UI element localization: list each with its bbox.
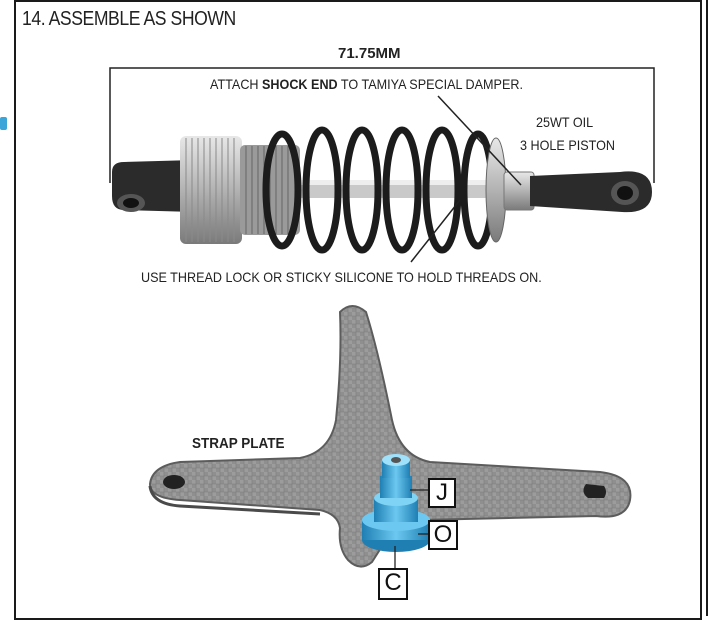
- piston-label: 3 HOLE PISTON: [520, 137, 616, 153]
- strap-plate-label: STRAP PLATE: [192, 435, 285, 452]
- callout-j: J: [428, 478, 456, 508]
- blue-part-edge: [0, 117, 7, 130]
- strap-plate: [148, 305, 632, 568]
- callout-o: O: [428, 520, 458, 550]
- page-edge-line: [706, 0, 708, 616]
- attach-suffix: TO TAMIYA SPECIAL DAMPER.: [337, 76, 523, 92]
- shock-end-label: SHOCK END: [262, 76, 338, 92]
- callout-leaders: [394, 489, 428, 568]
- step-title: 14. ASSEMBLE AS SHOWN: [22, 8, 236, 30]
- attach-prefix: ATTACH: [210, 76, 263, 92]
- blue-mount-post: [362, 454, 430, 552]
- leader-lines: [410, 95, 522, 263]
- oil-label: 25WT OIL: [536, 114, 594, 130]
- length-dimension-label: 71.75MM: [338, 45, 401, 62]
- thread-lock-note: USE THREAD LOCK OR STICKY SILICONE TO HO…: [141, 269, 542, 285]
- attach-instruction: ATTACH SHOCK END TO TAMIYA SPECIAL DAMPE…: [210, 76, 523, 92]
- shock-absorber: [112, 126, 652, 254]
- dimension-bracket: [109, 67, 655, 183]
- callout-c: C: [378, 568, 408, 600]
